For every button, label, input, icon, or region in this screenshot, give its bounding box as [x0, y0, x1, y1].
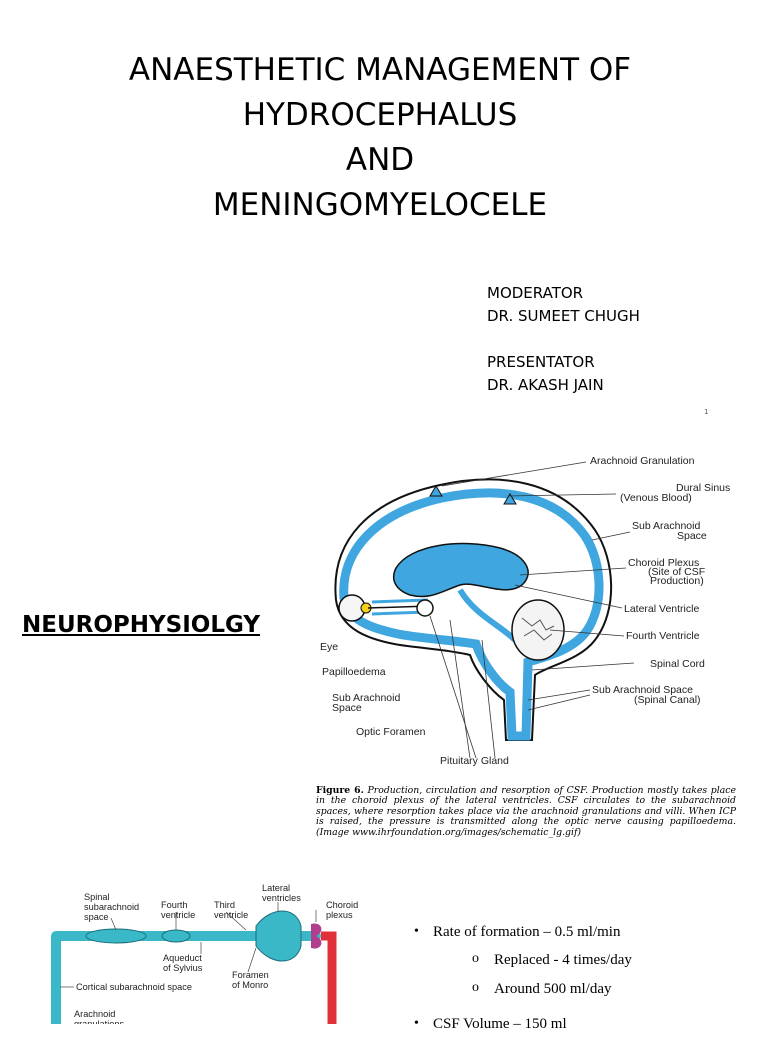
label: ventricles [262, 893, 301, 903]
label: Space [332, 702, 362, 714]
label: Production) [650, 575, 704, 587]
label: of Sylvius [163, 963, 203, 973]
caption-source: (Image www.ihrfoundation.org/images/sche… [316, 826, 582, 838]
label: Optic Foramen [356, 726, 426, 738]
label: Spinal [84, 892, 110, 902]
lateral-ventricle-shape [392, 542, 529, 598]
moderator-label: MODERATOR [487, 284, 584, 302]
label: (Venous Blood) [620, 492, 692, 504]
bullet-list: Rate of formation – 0.5 ml/min o Replaced… [414, 918, 754, 1038]
label: plexus [326, 910, 353, 920]
label: Choroid [326, 900, 358, 910]
section-heading: NEUROPHYSIOLGY [22, 612, 261, 638]
label: Pituitary Gland [440, 755, 509, 767]
slide-title: ANAESTHETIC MANAGEMENT OF HYDROCEPHALUS … [0, 48, 760, 228]
label: space [84, 912, 109, 922]
pathway-tubes [51, 910, 337, 1024]
label: (Site of CSF [648, 566, 705, 578]
label: Sub Arachnoid [332, 692, 400, 704]
bullet-item: CSF Volume – 150 ml [414, 1010, 754, 1038]
label: Sub Arachnoid [632, 520, 700, 532]
title-line: AND [345, 142, 415, 178]
fig2-leaders [60, 902, 317, 988]
figure6-labels: Arachnoid Granulation Dural Sinus (Venou… [320, 455, 730, 767]
label: Papilloedema [322, 666, 386, 678]
cerebellum [511, 599, 565, 661]
label: Choroid Plexus [628, 557, 699, 569]
label: Spinal Cord [650, 658, 705, 670]
label: Fourth [161, 900, 188, 910]
figure6-caption: Figure 6. Production, circulation and re… [316, 785, 736, 838]
moderator-name: DR. SUMEET CHUGH [487, 307, 640, 325]
title-line: ANAESTHETIC MANAGEMENT OF [128, 52, 632, 88]
title-line: MENINGOMYELOCELE [212, 187, 548, 223]
csf-pathway-diagram: Spinal subarachnoid space Fourth ventric… [51, 883, 358, 1024]
label: Third [214, 900, 235, 910]
presentator-label: PRESENTATOR [487, 353, 595, 371]
credits-block: MODERATOR DR. SUMEET CHUGH PRESENTATOR D… [487, 282, 640, 397]
label: Sub Arachnoid Space [592, 684, 693, 696]
label: ventricle [161, 910, 195, 920]
label: Lateral [262, 883, 290, 893]
label: Eye [320, 641, 338, 653]
presentator-name: DR. AKASH JAIN [487, 376, 604, 394]
label: Space [677, 530, 707, 542]
csf-circulation-diagram: Arachnoid Granulation Dural Sinus (Venou… [320, 455, 730, 767]
label: Arachnoid Granulation [590, 455, 695, 467]
leader-lines [429, 461, 635, 759]
sub-bullet-text: Around 500 ml/day [494, 981, 612, 997]
label: Arachnoid [74, 1009, 115, 1019]
label: Lateral Ventricle [624, 603, 699, 615]
brain-outline [334, 478, 613, 741]
label: granulations [74, 1019, 124, 1024]
label: ventricle [214, 910, 248, 920]
sub-bullet-text: Replaced - 4 times/day [494, 952, 632, 968]
circle-bullet-icon: o [472, 980, 479, 995]
label: Fourth Ventricle [626, 630, 700, 642]
label: Aqueduct [163, 953, 202, 963]
fig2-labels: Spinal subarachnoid space Fourth ventric… [74, 883, 358, 1024]
bullet-item: Rate of formation – 0.5 ml/min [414, 918, 754, 946]
label: subarachnoid [84, 902, 139, 912]
caption-text: Production, circulation and resorption o… [316, 785, 736, 828]
sub-bullet-item: o Replaced - 4 times/day [414, 946, 754, 975]
label: Foramen [232, 970, 269, 980]
title-line: HYDROCEPHALUS [242, 97, 518, 133]
caption-label: Figure 6. [316, 785, 364, 796]
sub-bullet-item: o Around 500 ml/day [414, 975, 754, 1004]
label: Dural Sinus [676, 482, 730, 494]
label: of Monro [232, 980, 268, 990]
label: Cortical subarachnoid space [76, 982, 192, 992]
circle-bullet-icon: o [472, 951, 479, 966]
page-number: 1 [704, 408, 709, 416]
subarachnoid-csf [339, 488, 604, 741]
label: (Spinal Canal) [634, 694, 701, 706]
